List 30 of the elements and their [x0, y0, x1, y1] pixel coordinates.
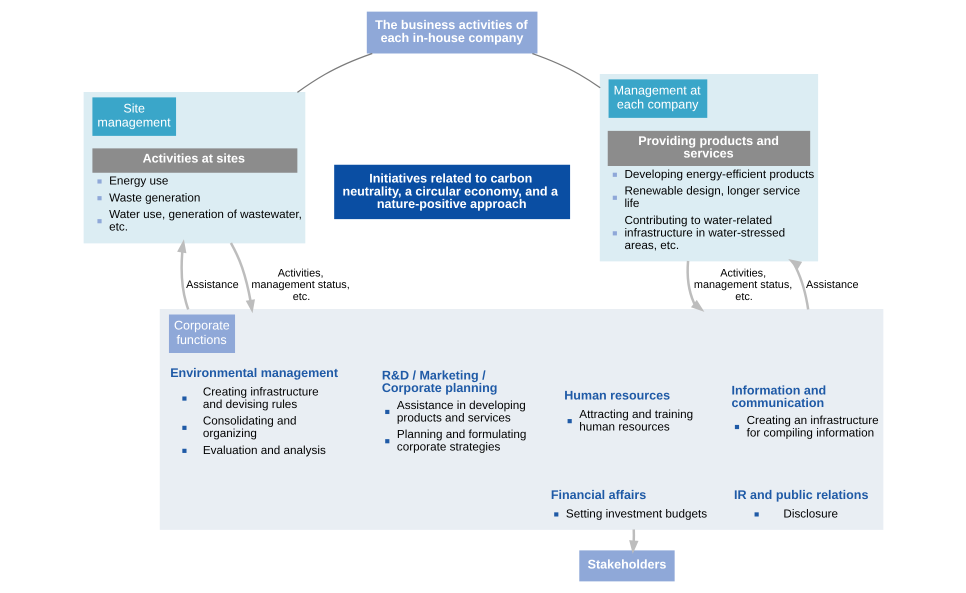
node-label: Setting investment budgets — [565, 508, 707, 521]
node-text: R&D / Marketing / Corporate planning Assistance in developing products and services Planning and formulating corporate strategies — [381, 368, 526, 454]
node-label: Disclosure — [782, 508, 838, 521]
node-label: Human resources — [564, 388, 670, 402]
arrow — [176, 239, 189, 310]
node-box — [567, 419, 572, 424]
node-label: etc. — [108, 220, 128, 234]
arrow — [686, 260, 704, 312]
node-label: areas, etc. — [624, 238, 679, 252]
edge-label: Activities, management status, etc. — [693, 267, 792, 303]
node-label: Financial affairs — [550, 488, 646, 502]
node-box: Stakeholders — [578, 550, 674, 582]
node-box — [754, 512, 758, 517]
node-box: Initiatives related to carbon neutrality, a circular economy, and a nature-positive approach — [334, 164, 570, 220]
edge-label: Assistance — [186, 279, 238, 292]
node-text: Environmental management Creating infrastructure and devising rules Consolidating and organizing Evaluation and analysis — [170, 366, 338, 457]
node-box — [734, 424, 739, 430]
node-label: Attracting and training human resources — [578, 408, 693, 434]
connector — [296, 52, 372, 93]
arrow — [229, 242, 254, 314]
node-label: Information and communication — [731, 383, 826, 410]
node-label: IR and public relations — [734, 488, 868, 502]
connector — [532, 52, 600, 88]
node-label: Creating an infrastructure for compiling information — [746, 414, 878, 440]
arrow — [788, 259, 809, 310]
node-box — [554, 512, 558, 517]
edge-label: Assistance — [805, 279, 858, 292]
edge-label: Activities, management status, etc. — [250, 267, 350, 303]
node-box: The business activities of each in-house company — [366, 12, 537, 54]
arrow — [628, 529, 638, 554]
